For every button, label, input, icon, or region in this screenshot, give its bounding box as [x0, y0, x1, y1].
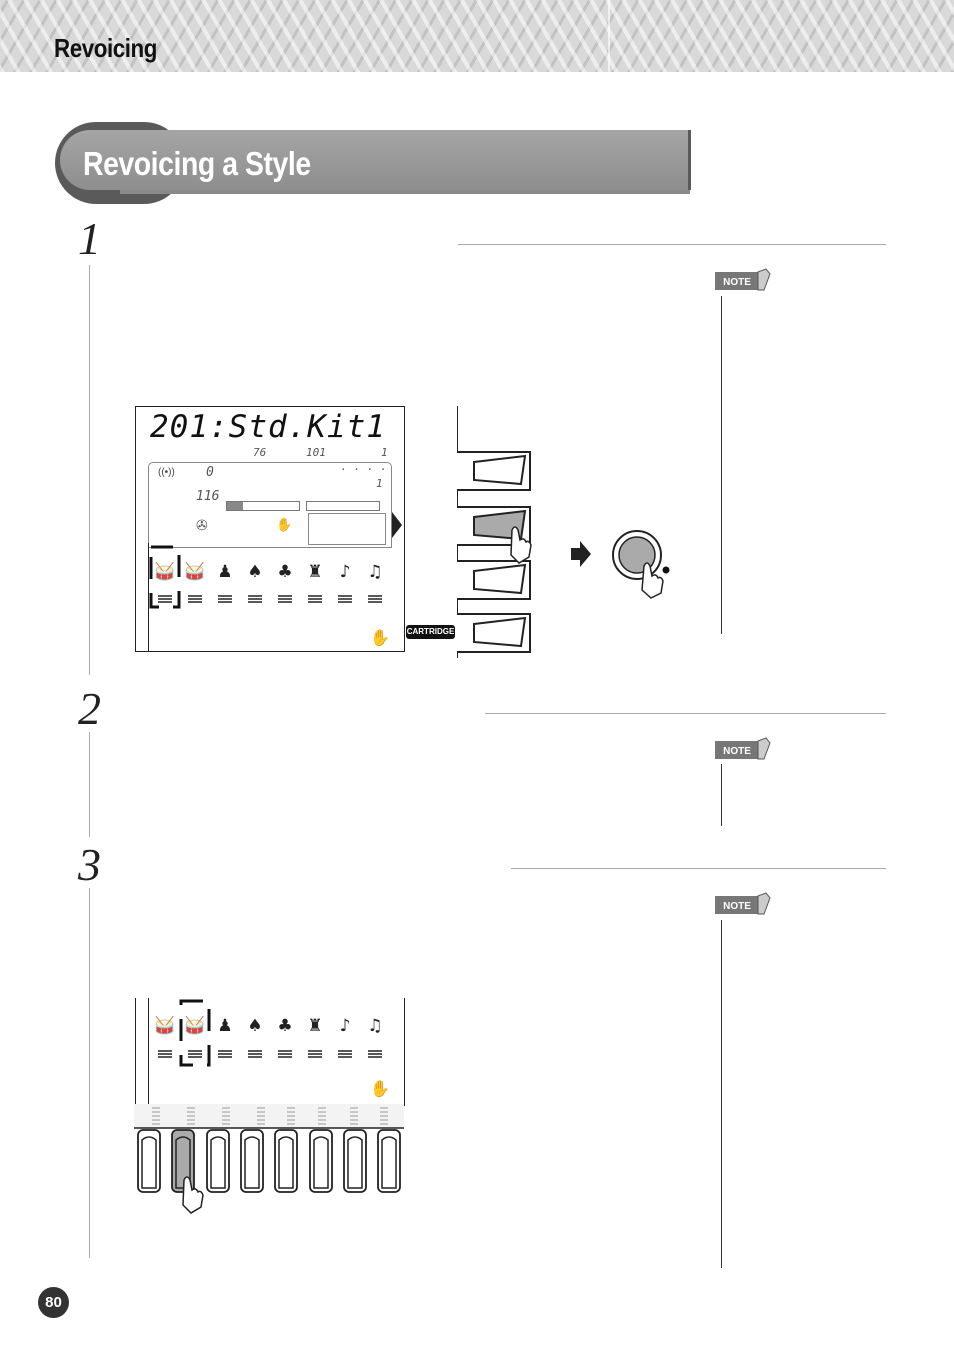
- note-badge-1: NOTE: [714, 268, 772, 299]
- note-1-vline: [721, 296, 722, 634]
- step-1-rule: [458, 244, 886, 245]
- step-number-1: 1: [78, 213, 101, 264]
- page-header-title: Revoicing: [54, 33, 157, 63]
- header-divider: [608, 0, 610, 72]
- arrow-right-icon: [571, 541, 591, 567]
- lcd-box: [308, 513, 386, 545]
- drum-kit-icon: 🥁: [184, 1015, 206, 1036]
- step-3-vline: [89, 888, 90, 1258]
- keyboard-icon: ♣: [277, 562, 292, 582]
- lcd-voice-name: 201:Std.Kit1: [150, 409, 386, 445]
- saxophone-icon: ♫: [367, 562, 382, 582]
- hand-icon: ✋: [370, 1079, 390, 1098]
- hand-icon: ✋: [370, 628, 390, 647]
- pointing-hand-icon: [182, 1176, 204, 1214]
- strings-icon: ♜: [307, 1016, 322, 1036]
- pointing-hand-icon: [641, 562, 664, 599]
- part-button-8: [377, 1129, 401, 1193]
- lcd-bar-2: [306, 501, 380, 511]
- note-2-vline: [721, 764, 722, 826]
- cartridge-label: CARTRIDGE: [406, 625, 455, 639]
- lcd-top-value-3: 1: [381, 446, 388, 459]
- lcd-inner-value: 0: [206, 465, 214, 480]
- keyboard-icon: ♣: [277, 1016, 292, 1036]
- lcd-top-value-1: 76: [253, 446, 267, 459]
- sound-icon: ((•)): [158, 467, 175, 478]
- lcd-dots: · · · ·: [340, 463, 387, 476]
- section-title: Revoicing a Style: [83, 145, 311, 182]
- step-number-2: 2: [78, 683, 101, 734]
- lcd-inner-panel: [148, 462, 392, 548]
- part-button-6: [309, 1129, 333, 1193]
- hand-icon: ✋: [276, 517, 293, 532]
- guitar-icon: ♠: [247, 1016, 262, 1036]
- arrow-marker-icon: [392, 512, 402, 538]
- step-number-3: 3: [78, 839, 101, 890]
- disk-icon: ✇: [196, 517, 208, 533]
- side-buttons: [457, 451, 532, 653]
- piano-icon: ♟: [217, 562, 232, 582]
- header-band: [0, 0, 954, 72]
- instrument-row-2: 🥁 🥁 ♟ ♠ ♣ ♜ ♪ ♫ ✋: [154, 999, 390, 1098]
- step-3-rule: [511, 868, 886, 869]
- part-button-4: [240, 1129, 264, 1193]
- note-label-3: NOTE: [723, 901, 751, 912]
- selected-part-frame: [149, 545, 181, 609]
- indicator-lamp: [662, 566, 670, 574]
- pointing-hand-icon: [510, 526, 532, 564]
- lcd-bar-1: [226, 501, 300, 511]
- part-buttons: [134, 1104, 404, 1214]
- step-1-vline: [89, 265, 90, 675]
- page-number: 80: [38, 1287, 69, 1318]
- drum-kit-icon: 🥁: [154, 561, 176, 582]
- lcd-fragment: 🥁 🥁 ♟ ♠ ♣ ♜ ♪ ♫ ✋: [135, 998, 405, 1106]
- step-2-vline: [89, 732, 90, 837]
- instrument-row: 🥁 🥁 ♟ ♠ ♣ ♜ ♪ ♫ ✋: [149, 545, 390, 647]
- guitar-icon: ♠: [247, 562, 262, 582]
- note-badge-2: NOTE: [714, 737, 772, 768]
- round-button: [612, 530, 670, 599]
- level-meters: [158, 595, 382, 603]
- part-button-1: [137, 1129, 161, 1193]
- drum-kit-icon: 🥁: [154, 1015, 176, 1036]
- lcd-top-value-2: 101: [306, 446, 326, 459]
- saxophone-icon: ♫: [367, 1016, 382, 1036]
- lcd-display: 201:Std.Kit1 76 101 1 ((•)) 0 · · · · 1 …: [135, 406, 405, 652]
- selected-part-frame: [179, 999, 211, 1067]
- strings-icon: ♜: [307, 562, 322, 582]
- note-label-1: NOTE: [723, 277, 751, 288]
- trumpet-icon: ♪: [340, 562, 351, 582]
- note-label-2: NOTE: [723, 746, 751, 757]
- piano-icon: ♟: [217, 1016, 232, 1036]
- part-button-5: [274, 1129, 298, 1193]
- trumpet-icon: ♪: [340, 1016, 351, 1036]
- section-title-bar: [60, 130, 691, 190]
- part-button-7: [343, 1129, 367, 1193]
- lcd-tempo: 116: [196, 489, 220, 504]
- step-2-rule: [485, 713, 886, 714]
- note-3-vline: [721, 920, 722, 1268]
- lcd-measure: 1: [376, 477, 383, 490]
- lcd-left-line: [148, 543, 149, 651]
- note-badge-3: NOTE: [714, 892, 772, 923]
- drum-kit-icon: 🥁: [184, 561, 206, 582]
- part-button-3: [206, 1129, 230, 1193]
